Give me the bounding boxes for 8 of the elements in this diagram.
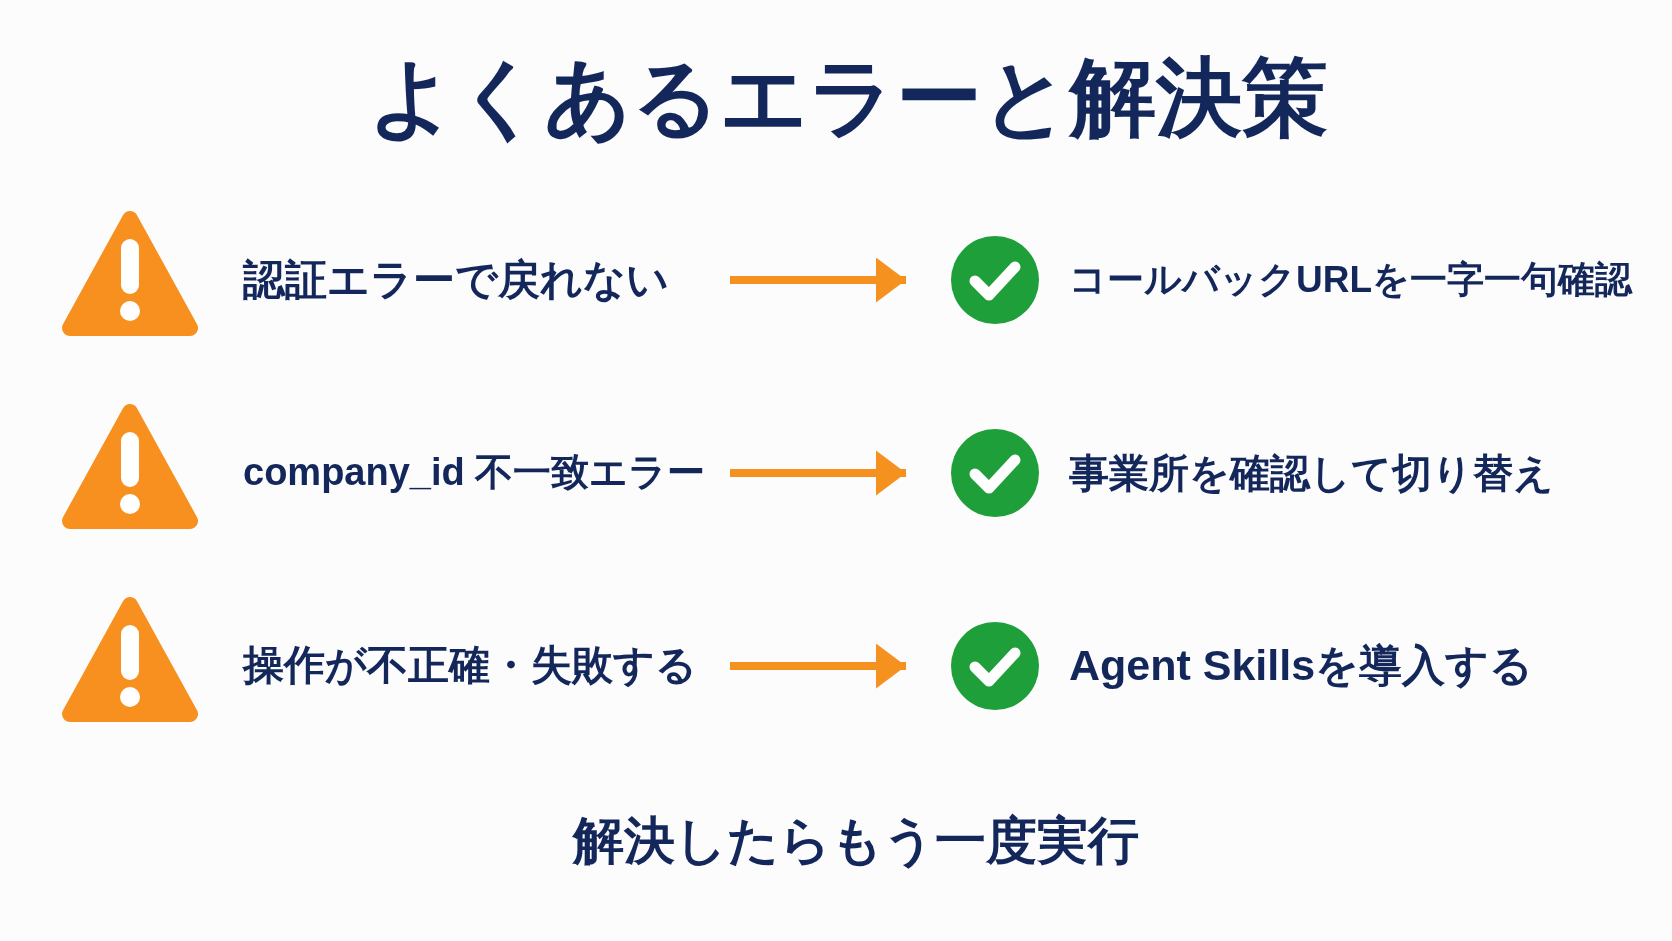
problem-text: company_id 不一致エラー (243, 450, 707, 496)
solution-text: コールバックURLを一字一句確認 (1069, 257, 1633, 302)
solution-text: Agent Skillsを導入する (1069, 640, 1534, 692)
solution-text: 事業所を確認して切り替え (1069, 450, 1554, 497)
problem-text: 操作が不正確・失敗する (243, 641, 698, 691)
caption: 解決したらもう一度実行 (573, 812, 1139, 871)
heading: よくあるエラーと解決策 (368, 50, 1328, 145)
problem-text: 認証エラーで戻れない (243, 254, 670, 305)
